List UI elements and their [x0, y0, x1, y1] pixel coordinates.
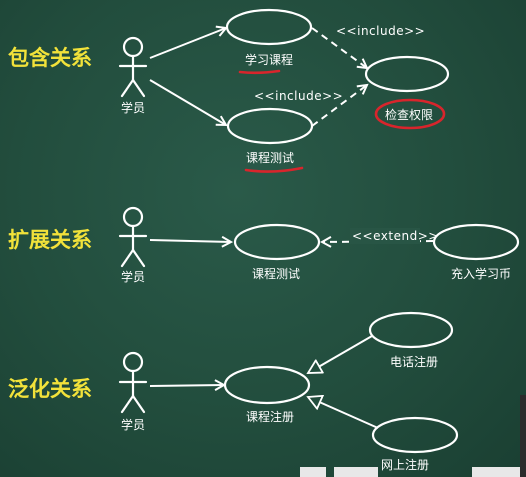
extend-stereotype-label: <<extend>> [352, 229, 439, 243]
association-arrow [149, 385, 224, 386]
actor-student-1 [118, 36, 148, 98]
screen-toolbar-fragment [472, 467, 520, 477]
use-case-course-test [233, 223, 321, 261]
use-case-recharge-coins [432, 223, 520, 261]
actor-left-leg [120, 78, 135, 98]
extend-section-title: 扩展关系 [8, 228, 92, 252]
use-case-phone-registration [368, 311, 454, 349]
use-case-label: 学习课程 [245, 52, 293, 67]
use-case-label: 课程注册 [246, 409, 294, 424]
actor-label: 学员 [121, 269, 145, 284]
use-case-check-permission [364, 55, 450, 93]
screen-toolbar-fragment [334, 467, 378, 477]
actor-right-leg [131, 248, 146, 268]
use-case-study-course [225, 8, 313, 46]
use-case-label: 电话注册 [390, 354, 438, 369]
actor-student-2 [118, 206, 148, 268]
include-stereotype-label: <<include>> [254, 89, 343, 103]
association-arrow [149, 240, 231, 242]
actor-left-leg [120, 394, 135, 414]
generalization-section: 泛化关系 学员 课程注册 电话注册 网上注册 [8, 311, 459, 472]
use-case-label: 网上注册 [381, 457, 429, 472]
include-stereotype-label: <<include>> [336, 24, 425, 38]
red-underline-mark [244, 166, 304, 173]
actor-student-3 [118, 351, 148, 414]
screen-toolbar-fragment [300, 467, 326, 477]
red-underline-mark [238, 69, 281, 75]
use-case-label: 课程测试 [246, 150, 294, 165]
include-section: 包含关系 学员 学习课程 课程测试 检查权限 <<include>> <<inc… [8, 8, 450, 173]
use-case-course-registration [223, 365, 311, 405]
generalization-arrow [308, 397, 379, 429]
extend-section: 扩展关系 学员 课程测试 充入学习币 <<extend>> [8, 206, 520, 284]
use-case-label: 充入学习币 [451, 266, 511, 281]
include-section-title: 包含关系 [8, 46, 92, 70]
actor-head [122, 36, 144, 58]
actor-head [122, 206, 144, 228]
association-arrow [149, 28, 226, 59]
actor-left-leg [120, 248, 135, 268]
actor-head [122, 351, 144, 373]
actor-label: 学员 [121, 417, 145, 432]
generalization-arrow [308, 335, 373, 373]
generalization-section-title: 泛化关系 [8, 377, 92, 401]
use-case-web-registration [371, 416, 459, 454]
association-arrow [149, 79, 226, 125]
actor-right-leg [131, 394, 146, 414]
screen-edge-strip [520, 395, 526, 477]
use-case-course-test [226, 107, 314, 145]
use-case-label: 课程测试 [252, 266, 300, 281]
actor-right-leg [131, 78, 146, 98]
stereotype-label-background [350, 228, 420, 244]
use-case-label: 检查权限 [385, 107, 433, 122]
actor-label: 学员 [121, 100, 145, 115]
red-circle-mark [374, 98, 446, 130]
